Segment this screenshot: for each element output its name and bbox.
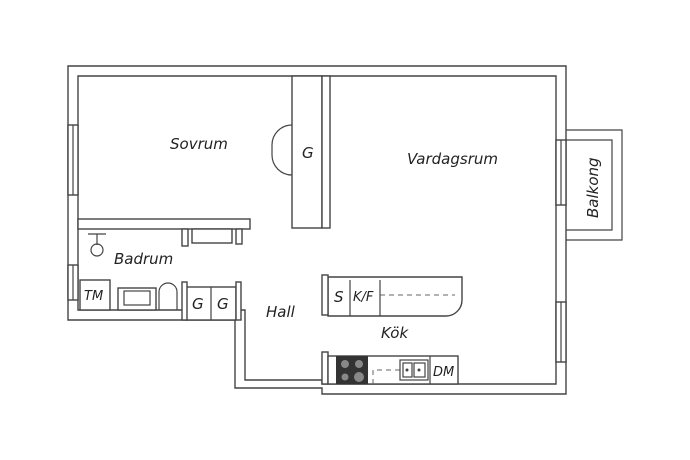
dishwasher-label: DM — [433, 365, 454, 380]
closet-label: G — [192, 295, 204, 313]
washing-machine — [79, 279, 111, 311]
closet-label: G — [302, 144, 314, 162]
closet-label: G — [217, 295, 229, 313]
windows — [67, 124, 567, 363]
room-label-balkong: Balkong — [584, 157, 602, 218]
stove-icon — [336, 356, 368, 384]
room-label-vardagsrum: Vardagsrum — [407, 150, 498, 168]
room-label-kok: Kök — [381, 324, 409, 342]
freezer-label: S — [334, 288, 344, 306]
toilet-icon — [158, 282, 178, 310]
bedroom-wall — [77, 218, 251, 230]
balcony-rail — [566, 139, 613, 231]
balcony — [566, 129, 623, 241]
fridge-freezer-label: K/F — [353, 290, 374, 305]
room-label-hall: Hall — [266, 303, 296, 321]
fridge-counter — [327, 276, 463, 317]
sink-icon — [123, 290, 151, 306]
washing-machine-label: TM — [84, 289, 103, 304]
shower-icon — [88, 233, 106, 257]
bathtub — [191, 228, 233, 244]
kitchen-sink-icon — [399, 359, 429, 381]
room-label-badrum: Badrum — [114, 250, 173, 268]
door-jamb — [235, 228, 243, 245]
room-label-sovrum: Sovrum — [170, 135, 228, 153]
bedroom-closet — [291, 75, 323, 229]
dividing-wall — [321, 75, 331, 229]
door-jamb — [181, 228, 189, 247]
closet-doors — [271, 124, 293, 176]
